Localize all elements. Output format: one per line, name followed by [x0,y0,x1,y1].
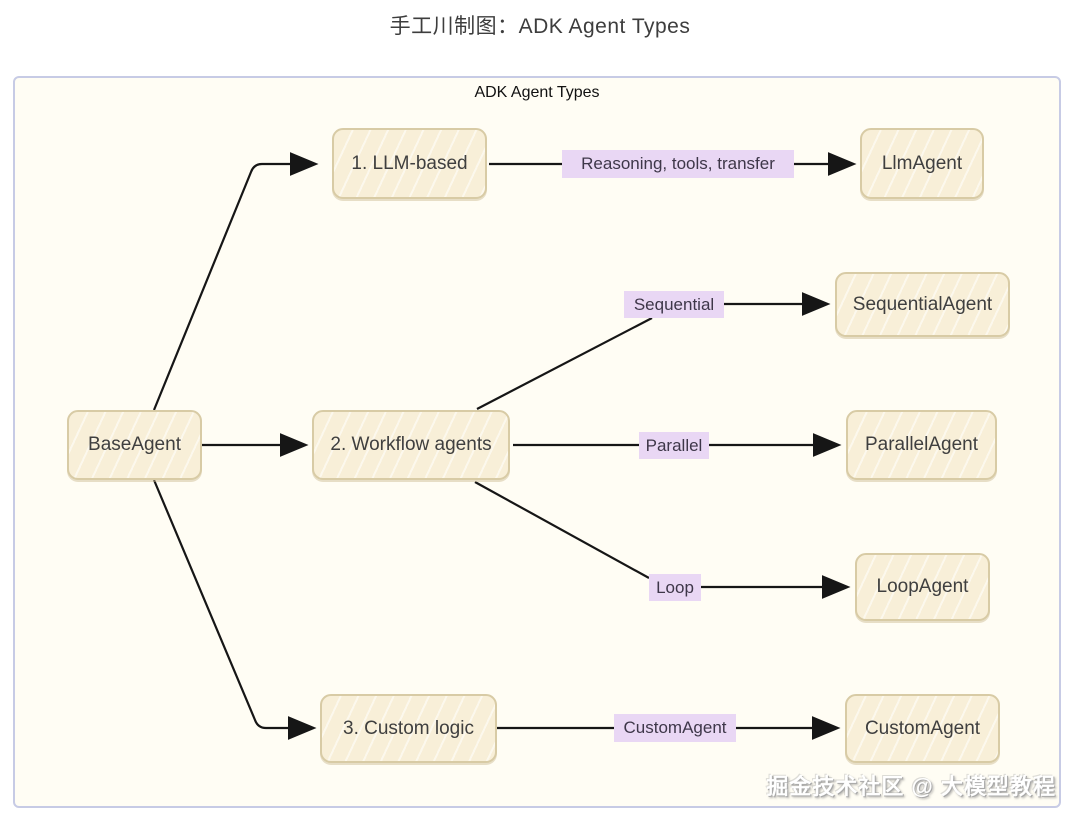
watermark: 掘金技术社区 @ 大模型教程 [766,774,1056,799]
edge-label-reasoning-tools-transfer: Reasoning, tools, transfer [562,150,794,178]
node-base-agent: BaseAgent [67,410,202,480]
edge-label-loop: Loop [649,574,701,601]
node-llm-agent: LlmAgent [860,128,984,199]
edge-base-to-llm [152,152,319,411]
diagram-panel: ADK Agent Types [13,76,1061,808]
edge-label-sequential: Sequential [624,291,724,318]
node-custom-agent: CustomAgent [845,694,1000,763]
edge-workflow-to-loop-label [474,481,650,579]
edge-workflow-to-sequential-label [476,317,653,410]
node-custom-logic: 3. Custom logic [320,694,497,763]
page-title: 手工川制图：ADK Agent Types [389,15,691,38]
edge-base-to-custom [152,479,317,740]
edge-label-customagent: CustomAgent [614,714,736,742]
edge-label-parallel: Parallel [639,432,709,459]
node-workflow-agents: 2. Workflow agents [312,410,510,480]
node-sequential-agent: SequentialAgent [835,272,1010,337]
diagram-heading: ADK Agent Types [474,84,600,101]
node-llm-based: 1. LLM-based [332,128,487,199]
node-parallel-agent: ParallelAgent [846,410,997,480]
node-loop-agent: LoopAgent [855,553,990,621]
